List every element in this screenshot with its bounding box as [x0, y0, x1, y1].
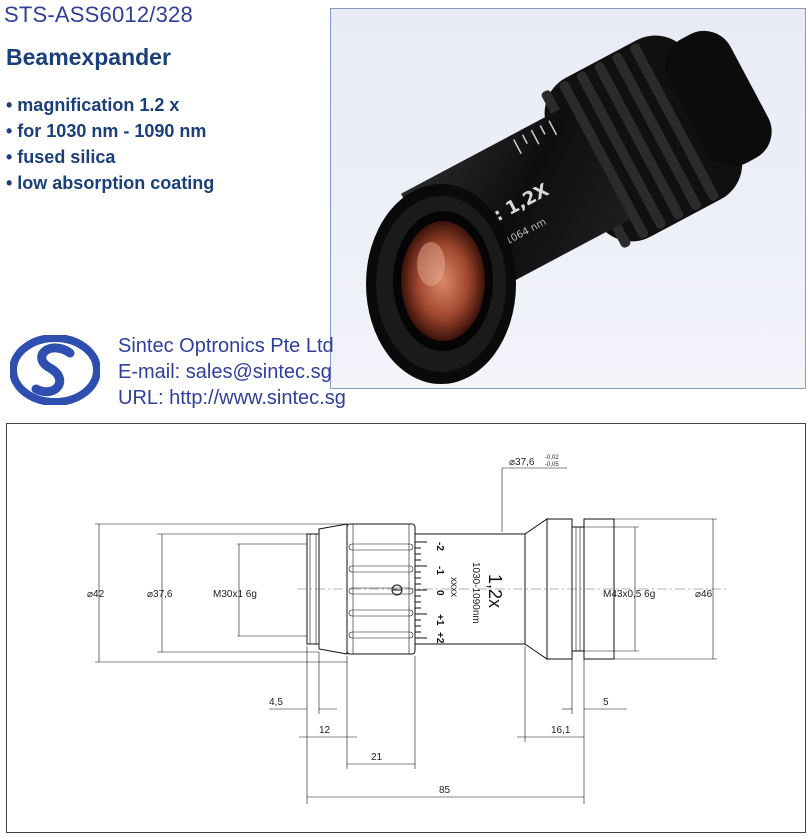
- feature-item: • fused silica: [6, 147, 116, 167]
- dim-thread-left: M30x1 6g: [213, 589, 257, 600]
- company-email[interactable]: E-mail: sales@sintec.sg: [118, 361, 332, 383]
- sintec-logo: [10, 335, 100, 405]
- scale-label: -2: [434, 542, 445, 551]
- product-photo: 1: 1,2X 1064 nm: [330, 8, 806, 389]
- wavelength-label: 1030-1090nm: [470, 562, 481, 624]
- company-url[interactable]: URL: http://www.sintec.sg: [118, 387, 346, 409]
- dim-dia-42: ⌀42: [87, 589, 105, 600]
- beamexpander-illustration: 1: 1,2X 1064 nm: [366, 30, 772, 384]
- dim-dia-46: ⌀46: [695, 589, 713, 600]
- technical-drawing: -2 -1 0 +1 +2 xxxx 1030-1090nm 1,2x: [6, 423, 806, 833]
- scale-label: -1: [434, 566, 445, 575]
- dim-4-5: 4,5: [269, 697, 283, 708]
- xxxx-label: xxxx: [448, 577, 459, 597]
- feature-list: • magnification 1.2 x • for 1030 nm - 10…: [6, 92, 214, 196]
- dim-85: 85: [439, 785, 451, 796]
- dim-thread-right: M43x0,5 6g: [603, 589, 655, 600]
- product-title: Beamexpander: [6, 44, 171, 70]
- part-number: STS-ASS6012/328: [4, 2, 193, 27]
- company-info: Sintec Optronics Pte Ltd E-mail: sales@s…: [118, 333, 346, 411]
- dim-16-1: 16,1: [551, 725, 571, 736]
- dim-5: 5: [603, 697, 609, 708]
- dim-dia-37-6-left: ⌀37,6: [147, 589, 173, 600]
- scale-label: 0: [434, 590, 445, 596]
- feature-item: • for 1030 nm - 1090 nm: [6, 121, 207, 141]
- magnification-label: 1,2x: [485, 574, 505, 608]
- scale-label: +2: [434, 632, 445, 644]
- dim-dia-37-6-top: ⌀37,6: [509, 457, 535, 468]
- scale-label: +1: [434, 614, 445, 626]
- feature-item: • low absorption coating: [6, 173, 215, 193]
- drawing-canvas: -2 -1 0 +1 +2 xxxx 1030-1090nm 1,2x: [87, 455, 727, 804]
- tolerance-lower: -0,05: [545, 462, 559, 468]
- dim-12: 12: [319, 725, 331, 736]
- tolerance-upper: -0,02: [545, 455, 559, 461]
- company-name: Sintec Optronics Pte Ltd: [118, 335, 334, 357]
- dim-21: 21: [371, 752, 383, 763]
- feature-item: • magnification 1.2 x: [6, 95, 180, 115]
